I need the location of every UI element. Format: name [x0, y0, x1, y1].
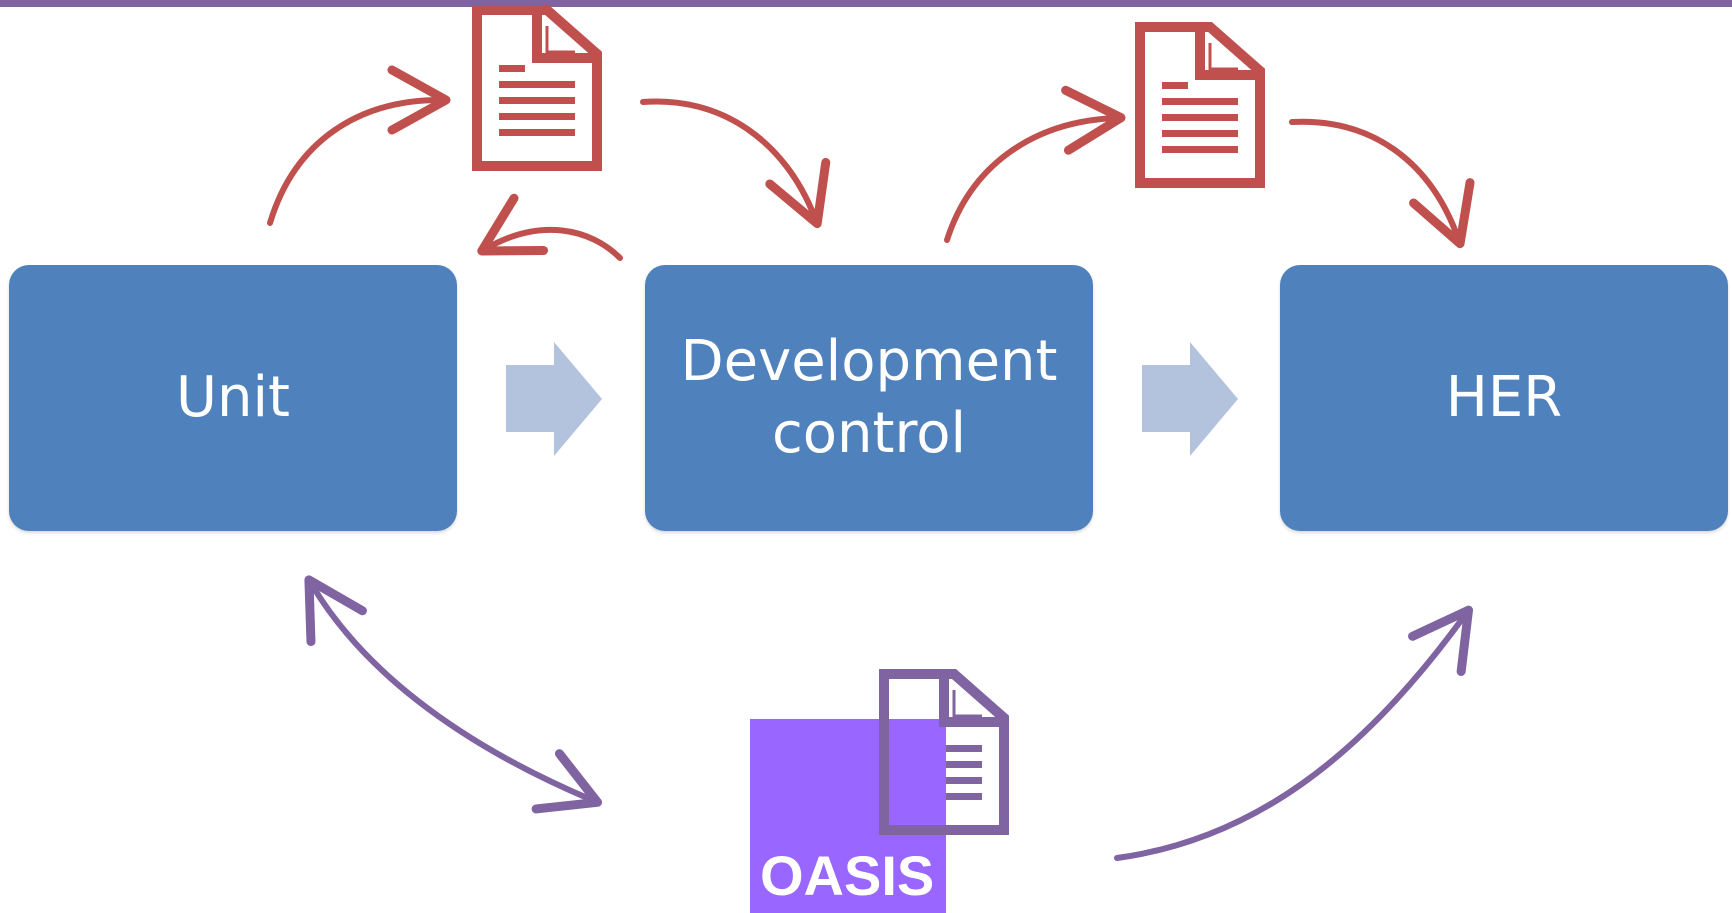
- arrow-unit-oasis-bidirectional: [304, 575, 603, 814]
- unit-label: Unit: [176, 365, 290, 430]
- document-icon: [1135, 22, 1265, 188]
- arrow-oasis-to-her: [1114, 605, 1474, 861]
- top-rule: [0, 0, 1732, 7]
- arrow-unit-to-document: [267, 65, 451, 226]
- arrow-dev-to-document: [944, 85, 1126, 243]
- flow-arrow-unit-to-dev: [506, 342, 602, 456]
- arrow-document-to-dev: [640, 98, 831, 229]
- document-icon: [472, 4, 602, 171]
- unit-box: Unit: [9, 265, 457, 531]
- her-label: HER: [1445, 365, 1563, 430]
- development-control-label: Development control: [680, 329, 1058, 466]
- arrow-document-to-her: [1289, 118, 1475, 249]
- development-control-box: Development control: [645, 265, 1093, 531]
- oasis-label: OASIS: [760, 844, 935, 907]
- her-box: HER: [1280, 265, 1728, 531]
- flow-arrow-dev-to-her: [1142, 342, 1238, 456]
- arrow-dev-back-to-unit: [477, 193, 623, 261]
